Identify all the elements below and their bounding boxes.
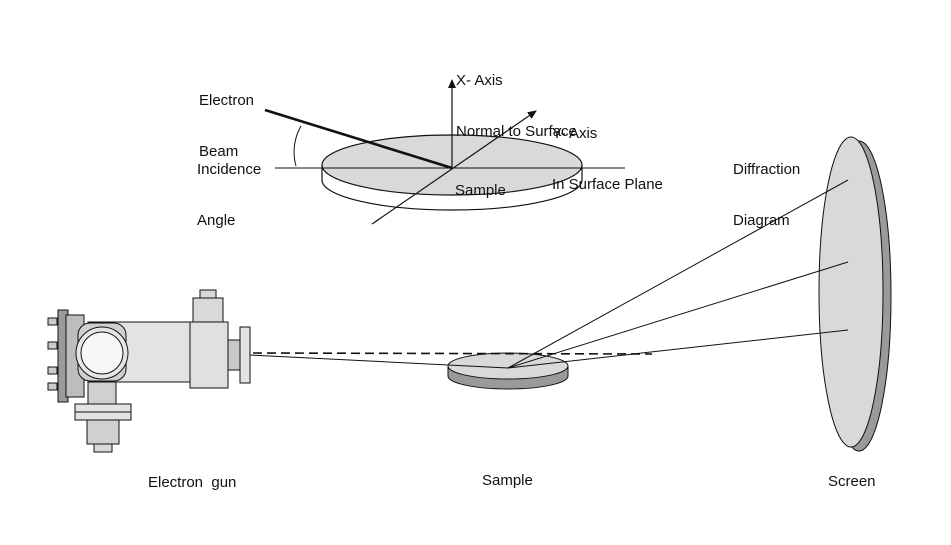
x-axis-label: X- Axis Normal to Surface bbox=[456, 72, 577, 140]
electron-beam-line bbox=[264, 108, 453, 170]
diffracted-beam-3 bbox=[507, 329, 849, 369]
bottom-sample-disk bbox=[447, 352, 569, 390]
diffracted-beam-1 bbox=[507, 179, 849, 369]
diffraction-diagram-label: Diffraction Diagram bbox=[733, 161, 801, 229]
incidence-angle-arc bbox=[293, 125, 302, 167]
incidence-angle-label: Incidence Angle bbox=[197, 161, 262, 229]
top-sample-label: Sample bbox=[455, 182, 506, 199]
incident-beam bbox=[249, 354, 509, 369]
surface-plane-dashed-line bbox=[252, 352, 653, 355]
sample-label: Sample bbox=[482, 472, 533, 489]
diffracted-beam-2 bbox=[507, 261, 849, 369]
y-axis-label: Y- Axis In Surface Plane bbox=[552, 125, 663, 193]
screen bbox=[818, 136, 892, 452]
electron-beam-label: Electron Beam bbox=[199, 92, 255, 160]
screen-label: Screen bbox=[828, 473, 876, 490]
y-axis-arrow bbox=[371, 110, 537, 225]
electron-gun bbox=[47, 289, 251, 453]
electron-gun-label: Electron gun bbox=[148, 474, 237, 491]
